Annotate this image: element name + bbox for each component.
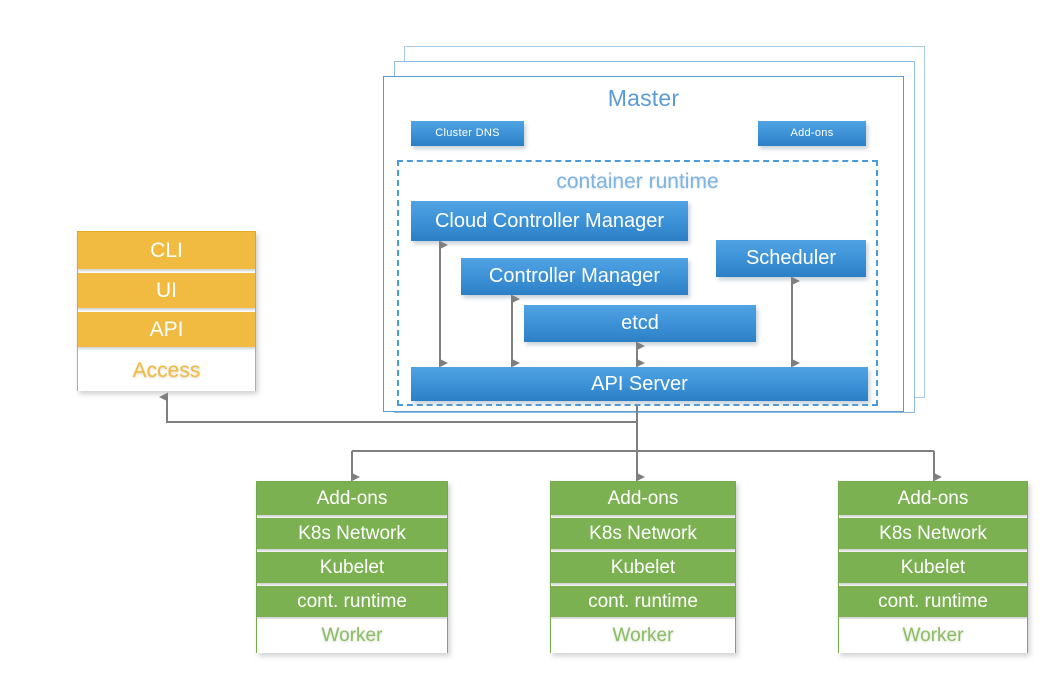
worker-2-layer-addons[interactable]: Add-ons [551, 482, 735, 515]
worker-1-layer-k8s-network-label: K8s Network [298, 522, 406, 544]
worker-3-layer-k8s-network-label: K8s Network [879, 522, 987, 544]
access-layer-cli-label: CLI [150, 238, 183, 262]
chip-controller-manager[interactable]: Controller Manager [461, 258, 688, 295]
worker-node-1: Add-ons K8s Network Kubelet cont. runtim… [256, 481, 448, 653]
worker-1-layer-addons[interactable]: Add-ons [257, 482, 447, 515]
worker-3-footer: Worker [839, 619, 1027, 653]
access-layer-api-label: API [149, 317, 184, 341]
worker-1-layer-kubelet-label: Kubelet [319, 556, 385, 578]
chip-scheduler-label: Scheduler [745, 247, 837, 269]
access-footer-label: Access [132, 359, 201, 382]
worker-2-layer-cont-runtime[interactable]: cont. runtime [551, 586, 735, 617]
chip-cluster-dns-label: Cluster DNS [435, 126, 500, 139]
worker-1-layer-addons-label: Add-ons [316, 487, 388, 509]
master-title: Master [607, 85, 680, 111]
worker-1-layer-kubelet[interactable]: Kubelet [257, 552, 447, 583]
worker-3-layer-kubelet-label: Kubelet [900, 556, 966, 578]
worker-3-layer-addons-label: Add-ons [897, 487, 969, 509]
access-layer-api[interactable]: API [78, 312, 255, 347]
chip-cloud-controller-manager-label: Cloud Controller Manager [434, 209, 664, 232]
chip-scheduler[interactable]: Scheduler [716, 240, 866, 277]
worker-2-footer: Worker [551, 619, 735, 653]
worker-3-layer-kubelet[interactable]: Kubelet [839, 552, 1027, 583]
worker-2-layer-k8s-network-label: K8s Network [589, 522, 697, 544]
access-layer-cli[interactable]: CLI [78, 232, 255, 269]
worker-node-2: Add-ons K8s Network Kubelet cont. runtim… [550, 481, 736, 653]
chip-controller-manager-label: Controller Manager [488, 265, 661, 287]
worker-1-footer-label: Worker [321, 625, 383, 646]
chip-cloud-controller-manager[interactable]: Cloud Controller Manager [411, 201, 688, 241]
worker-2-layer-kubelet-label: Kubelet [610, 556, 676, 578]
chip-api-server[interactable]: API Server [411, 367, 868, 401]
worker-node-3: Add-ons K8s Network Kubelet cont. runtim… [838, 481, 1028, 653]
access-footer: Access [78, 351, 255, 391]
container-runtime-region [397, 160, 878, 406]
worker-2-layer-kubelet[interactable]: Kubelet [551, 552, 735, 583]
worker-2-layer-addons-label: Add-ons [607, 487, 679, 509]
chip-cluster-dns[interactable]: Cluster DNS [411, 121, 524, 146]
worker-3-layer-cont-runtime-label: cont. runtime [878, 590, 988, 612]
worker-3-layer-addons[interactable]: Add-ons [839, 482, 1027, 515]
chip-etcd-label: etcd [621, 312, 659, 334]
chip-master-addons[interactable]: Add-ons [758, 121, 866, 146]
chip-etcd[interactable]: etcd [524, 305, 756, 342]
access-layer-ui-label: UI [156, 278, 177, 302]
access-layer-ui[interactable]: UI [78, 273, 255, 308]
worker-3-layer-k8s-network[interactable]: K8s Network [839, 518, 1027, 549]
chip-master-addons-label: Add-ons [790, 126, 834, 139]
worker-1-layer-cont-runtime[interactable]: cont. runtime [257, 586, 447, 617]
worker-3-footer-label: Worker [902, 625, 964, 646]
worker-2-layer-k8s-network[interactable]: K8s Network [551, 518, 735, 549]
worker-2-layer-cont-runtime-label: cont. runtime [588, 590, 698, 612]
worker-3-layer-cont-runtime[interactable]: cont. runtime [839, 586, 1027, 617]
worker-1-footer: Worker [257, 619, 447, 653]
container-runtime-label: container runtime [556, 170, 719, 193]
worker-1-layer-k8s-network[interactable]: K8s Network [257, 518, 447, 549]
access-stack: CLI UI API Access [77, 231, 256, 391]
worker-1-layer-cont-runtime-label: cont. runtime [297, 590, 407, 612]
worker-2-footer-label: Worker [612, 625, 674, 646]
chip-api-server-label: API Server [591, 372, 688, 395]
